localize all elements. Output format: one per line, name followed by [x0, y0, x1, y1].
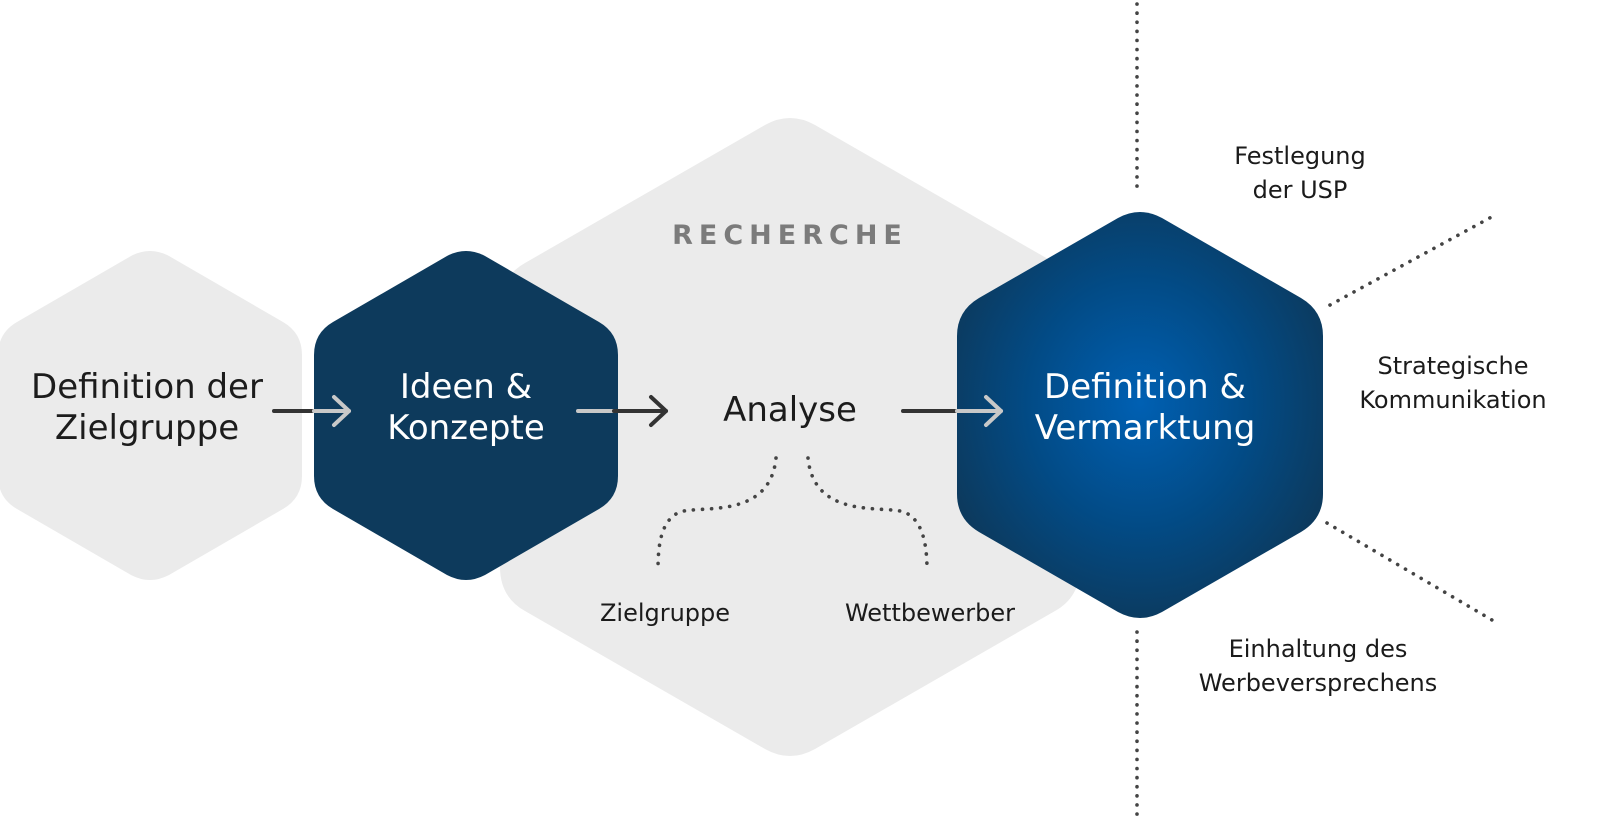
outcome-kommunikation-line1: Strategische — [1377, 352, 1529, 380]
arrow-ideen-to-analyse — [576, 395, 668, 427]
branch-curve-right — [806, 456, 929, 572]
ideen-hexagon — [314, 251, 618, 580]
outcome-usp-line1: Festlegung — [1234, 142, 1366, 170]
zielgruppe-label-line1: Definition der — [31, 367, 263, 407]
outcome-werbeversprechen-line1: Einhaltung des — [1228, 635, 1408, 663]
vermarktung-hexagon-label: Definition & Vermarktung — [980, 367, 1310, 450]
zielgruppe-label-line2: Zielgruppe — [54, 408, 240, 449]
branch-label-wettbewerber: Wettbewerber — [844, 599, 1016, 627]
outcome-usp-line2: der USP — [1252, 176, 1348, 205]
outcome-werbeversprechen: Einhaltung des Werbeversprechens — [1178, 632, 1458, 700]
outcome-kommunikation: Strategische Kommunikation — [1342, 349, 1564, 417]
arrow-zielgruppe-to-ideen — [272, 395, 351, 427]
branch-curve-left — [656, 456, 778, 572]
ideen-label-line1: Ideen & — [399, 367, 533, 407]
outcome-kommunikation-line2: Kommunikation — [1359, 386, 1547, 415]
zielgruppe-hexagon — [0, 251, 302, 580]
arrow-analyse-to-vermarktung — [901, 395, 1003, 427]
outcome-werbeversprechen-line2: Werbeversprechens — [1198, 669, 1438, 698]
branch-label-zielgruppe: Zielgruppe — [599, 599, 731, 627]
ideen-label-line2: Konzepte — [387, 408, 545, 449]
dotted-line-upper-right — [1328, 212, 1499, 307]
ideen-hexagon-label: Ideen & Konzepte — [314, 367, 618, 450]
vermarktung-hexagon — [957, 212, 1323, 618]
outcome-usp: Festlegung der USP — [1200, 139, 1400, 207]
recherche-title: RECHERCHE — [672, 220, 908, 251]
analyse-label: Analyse — [723, 390, 857, 430]
vermarktung-label-line1: Definition & — [1044, 367, 1246, 407]
vermarktung-label-line2: Vermarktung — [1034, 408, 1256, 449]
dotted-line-lower-right — [1325, 521, 1494, 622]
recherche-hexagon — [500, 118, 1080, 756]
zielgruppe-hexagon-label: Definition der Zielgruppe — [0, 367, 294, 450]
